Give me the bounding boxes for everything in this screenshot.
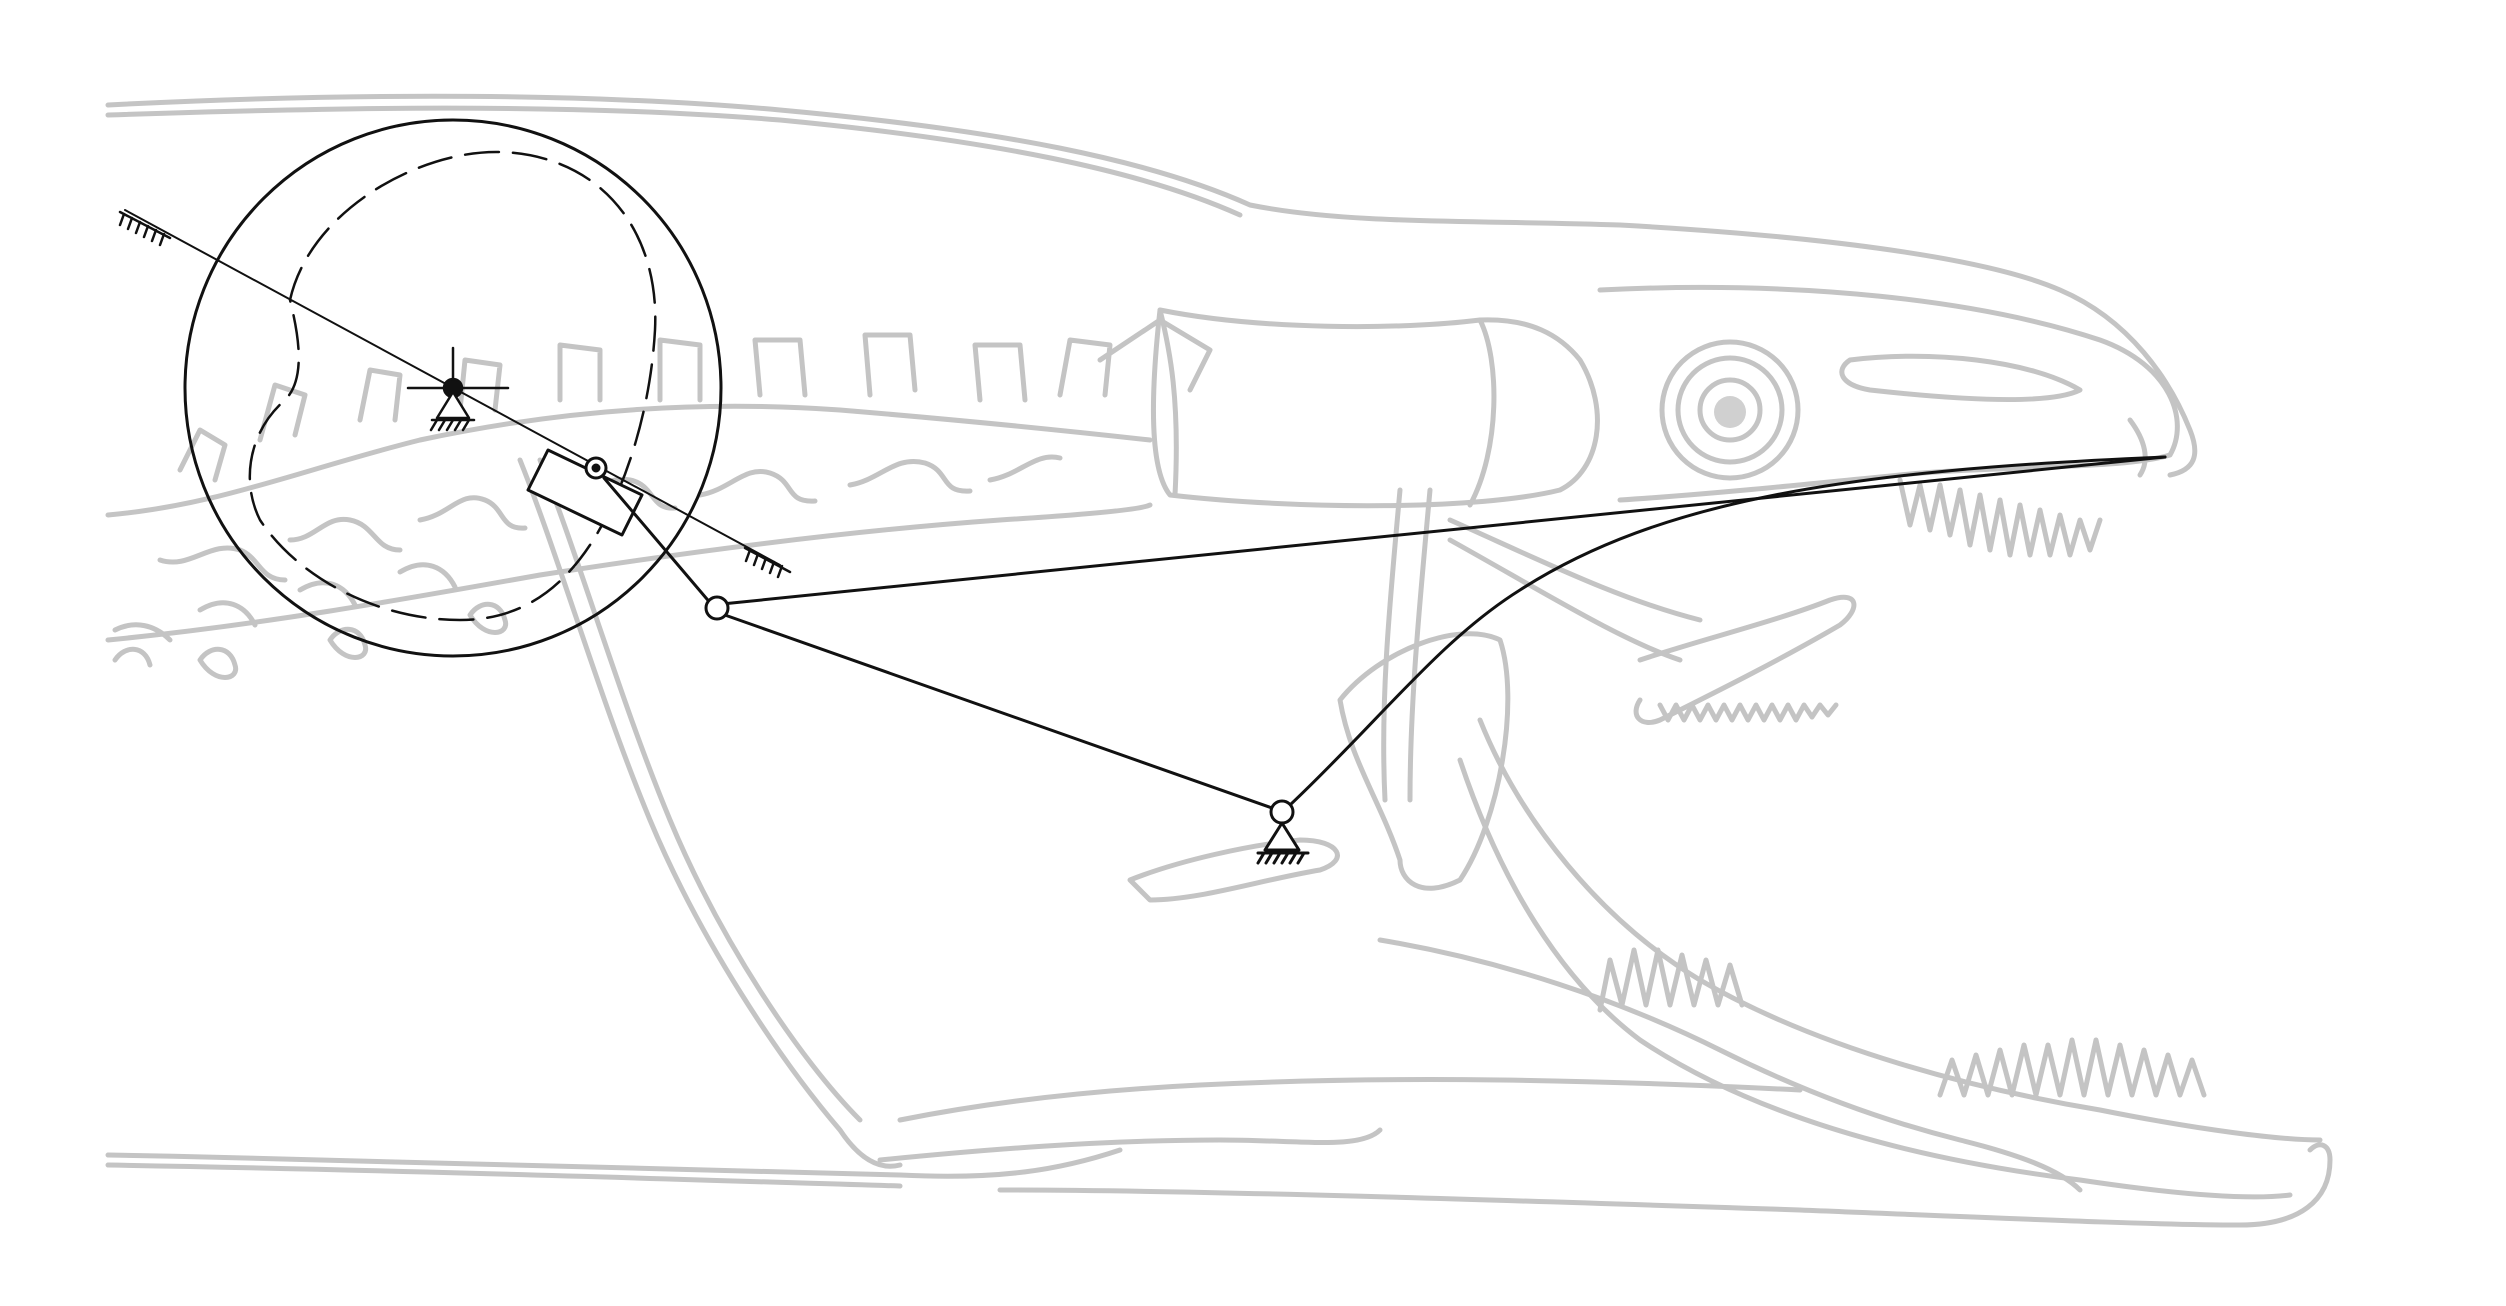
eye-mid: [1675, 355, 1785, 465]
upper-teeth: [1897, 477, 2103, 558]
pharyngeal-bar: [1447, 517, 1703, 663]
throat-lower-outline: [997, 1142, 2333, 1228]
cleithrum: [517, 457, 903, 1169]
lower-teeth: [1597, 947, 1745, 1013]
braincase-ridge: [1157, 307, 1497, 508]
pin-joint: [704, 595, 730, 621]
cam-inner-profile: [248, 150, 657, 622]
vertebra-knobs: [112, 601, 509, 680]
pharyngeal-teeth: [1657, 702, 1839, 723]
braincase: [1150, 307, 1600, 509]
eye-pupil: [1714, 396, 1746, 428]
snout-nostril: [1839, 353, 2083, 402]
lower-fixed-pivot: [1256, 799, 1310, 865]
mandible-body: [1377, 937, 2083, 1193]
vertebra-spines: [177, 317, 1213, 483]
curved-jaw-link: [1288, 455, 2167, 807]
body-lower-outline-inner: [105, 1162, 903, 1189]
eye-outer: [1659, 339, 1801, 481]
cam-outer-circle: [183, 118, 723, 658]
vertebral-column-lower: [105, 502, 1153, 643]
mandible-lower: [1457, 757, 2293, 1200]
slider-block: [526, 448, 644, 537]
mandible-upper: [1477, 717, 2323, 1143]
skull-outline-group: [105, 93, 2333, 1228]
link-joint-to-lower-pivot: [720, 612, 1274, 810]
linkage-mechanism: [118, 118, 2167, 865]
opercle-plate: [1337, 631, 1511, 891]
quadrate: [1127, 837, 1340, 903]
upper-jaw-tip: [2127, 417, 2148, 478]
lower-jaw-ventral: [897, 1077, 1803, 1123]
pharyngeal-jaw: [1633, 594, 1857, 725]
ground-hatch-icon: [743, 546, 792, 579]
head-upper-outline: [105, 93, 2198, 478]
fixed-pivot-icon: [435, 390, 471, 420]
snout-upper: [1597, 284, 2180, 503]
lower-teeth-front: [1937, 1037, 2207, 1098]
body-lower-outline: [105, 1147, 1123, 1179]
gular-plate: [877, 1127, 1383, 1163]
head-upper-outline-inner: [105, 105, 1243, 218]
link-slider-to-joint: [602, 476, 714, 607]
vertebral-column-upper: [105, 403, 1153, 518]
ground-hatch-icon: [118, 210, 172, 247]
eye-ring: [1697, 377, 1763, 443]
fixed-pivot-icon: [1263, 821, 1301, 852]
cam-center-pivot: [406, 346, 510, 432]
link-joint-to-snout-tip: [720, 455, 2167, 606]
